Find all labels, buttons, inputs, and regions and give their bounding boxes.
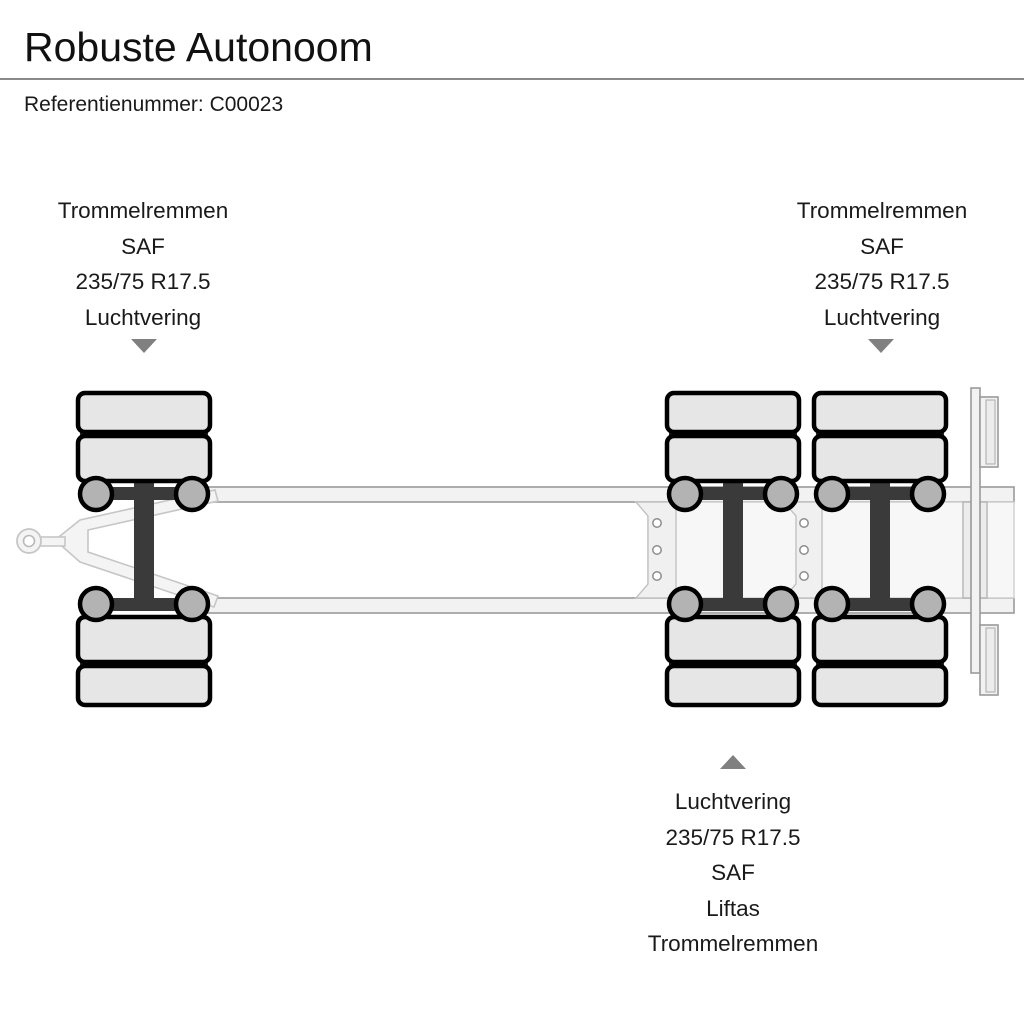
front-axle-group xyxy=(75,390,213,708)
wheel-hub xyxy=(762,585,800,623)
chassis-frame xyxy=(195,486,1015,614)
callout-line: SAF xyxy=(121,233,165,259)
wheel-hub xyxy=(813,585,851,623)
callout-line: Luchtvering xyxy=(823,304,941,330)
page-title: Robuste Autonoom xyxy=(24,24,373,70)
triangle-down-icon xyxy=(131,339,157,353)
wheel-hub xyxy=(77,475,115,513)
callout-rear-axle: Trommelremmen SAF 235/75 R17.5 Luchtveri… xyxy=(748,193,1016,335)
rear-axle-group-2 xyxy=(811,390,949,708)
triangle-up-icon xyxy=(720,755,746,769)
callout-line: Trommelremmen xyxy=(796,198,968,223)
wheel-hub xyxy=(813,475,851,513)
callout-line: Luchtvering xyxy=(84,304,202,330)
wheel-hub xyxy=(666,475,704,513)
callout-line: Trommelremmen xyxy=(647,931,819,957)
callout-line: Trommelremmen xyxy=(57,198,229,223)
wheel-hub xyxy=(666,585,704,623)
callout-line: SAF xyxy=(860,233,904,259)
reference-number: Referentienummer: C00023 xyxy=(24,93,284,116)
wheel-hub xyxy=(173,585,211,623)
callout-line: Luchtvering xyxy=(674,789,792,814)
callout-line: SAF xyxy=(711,860,755,886)
trailer-diagram xyxy=(0,370,1024,730)
rear-bumper xyxy=(970,387,999,696)
header-divider xyxy=(0,78,1024,80)
callout-line: 235/75 R17.5 xyxy=(814,269,950,295)
wheel-hub xyxy=(909,585,947,623)
wheel-hub xyxy=(909,475,947,513)
rear-axle-group-1 xyxy=(664,390,802,708)
towing-eye xyxy=(16,528,42,554)
callout-line: 235/75 R17.5 xyxy=(665,824,801,850)
callout-front-axle: Trommelremmen SAF 235/75 R17.5 Luchtveri… xyxy=(12,193,274,335)
wheel-hub xyxy=(173,475,211,513)
wheel-hub xyxy=(762,475,800,513)
callout-lift-axle: Luchtvering 235/75 R17.5 SAF Liftas Trom… xyxy=(572,784,894,962)
wheel-hub xyxy=(77,585,115,623)
triangle-down-icon xyxy=(868,339,894,353)
callout-line: Liftas xyxy=(706,895,760,921)
callout-line: 235/75 R17.5 xyxy=(75,269,211,295)
